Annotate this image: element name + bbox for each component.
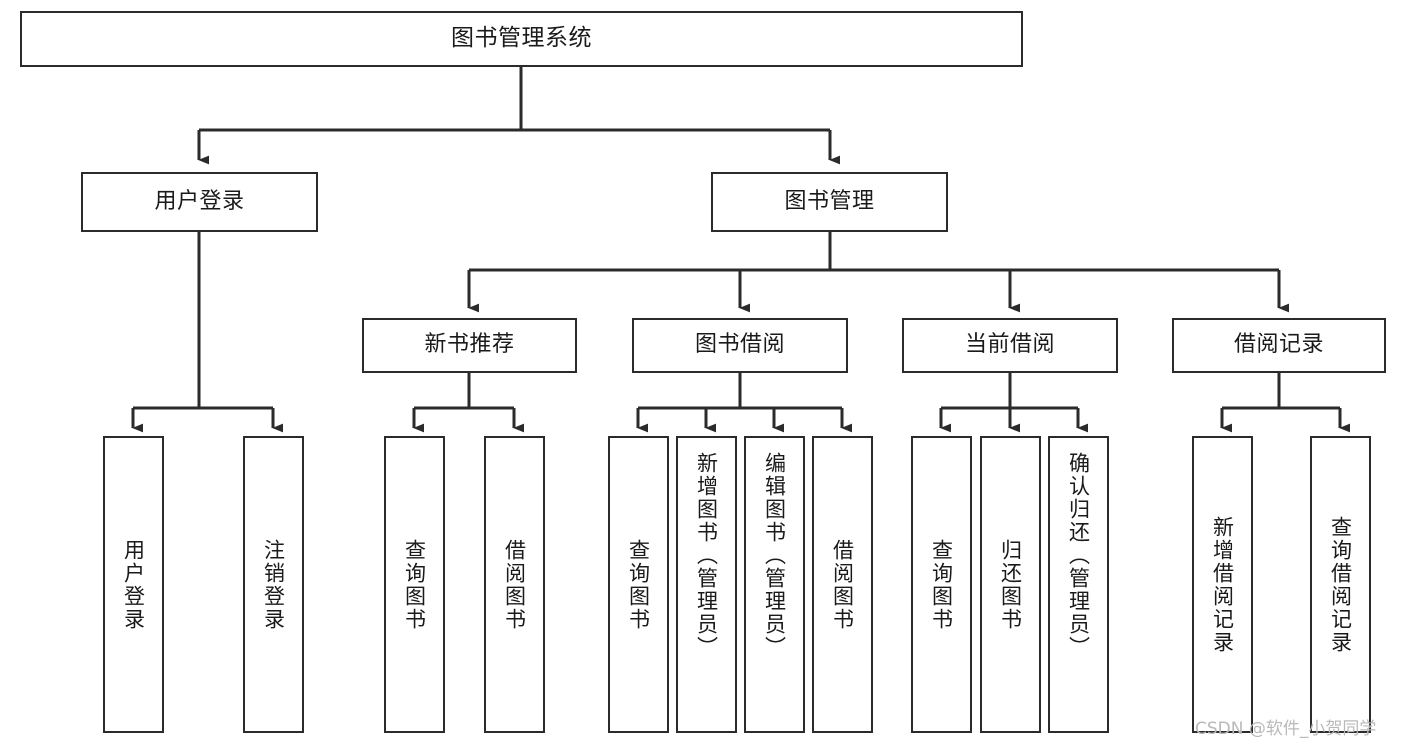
node-borrow-record[interactable]: 借阅记录 xyxy=(1172,318,1386,373)
node-book-borrow[interactable]: 图书借阅 xyxy=(632,318,848,373)
node-label: 用户登录 xyxy=(154,188,245,214)
node-label: 查询图书 xyxy=(929,538,954,631)
node-label: 查询图书 xyxy=(402,538,427,631)
node-label: 图书借阅 xyxy=(694,332,785,358)
node-label: 查询图书 xyxy=(626,538,651,631)
leaf-borrow-add-book-admin[interactable]: 新增图书（管理员） xyxy=(676,436,737,733)
leaf-record-add-record[interactable]: 新增借阅记录 xyxy=(1192,436,1253,733)
node-label: 新书推荐 xyxy=(424,332,515,358)
node-new-book-recommend[interactable]: 新书推荐 xyxy=(362,318,577,373)
node-root-system[interactable]: 图书管理系统 xyxy=(20,11,1023,67)
node-label: 新增借阅记录 xyxy=(1210,515,1235,654)
leaf-borrow-edit-book-admin[interactable]: 编辑图书（管理员） xyxy=(744,436,805,733)
node-label: 注销登录 xyxy=(261,538,286,631)
node-label: 新增图书（管理员） xyxy=(694,452,719,659)
leaf-borrow-query-book[interactable]: 查询图书 xyxy=(608,436,669,733)
leaf-borrow-borrow-book[interactable]: 借阅图书 xyxy=(812,436,873,733)
leaf-user-login-signout[interactable]: 注销登录 xyxy=(243,436,304,733)
node-label: 归还图书 xyxy=(998,538,1023,631)
node-label: 借阅图书 xyxy=(830,538,855,631)
leaf-current-return-book[interactable]: 归还图书 xyxy=(980,436,1041,733)
node-book-management[interactable]: 图书管理 xyxy=(711,172,948,232)
node-label: 编辑图书（管理员） xyxy=(762,452,787,659)
leaf-recommend-borrow-book[interactable]: 借阅图书 xyxy=(484,436,545,733)
leaf-recommend-query-book[interactable]: 查询图书 xyxy=(384,436,445,733)
node-label: 图书管理系统 xyxy=(451,25,592,52)
node-label: 查询借阅记录 xyxy=(1328,515,1353,654)
node-user-login[interactable]: 用户登录 xyxy=(81,172,318,232)
node-current-borrow[interactable]: 当前借阅 xyxy=(902,318,1118,373)
node-label: 图书管理 xyxy=(784,188,875,214)
node-label: 借阅图书 xyxy=(502,538,527,631)
leaf-current-query-book[interactable]: 查询图书 xyxy=(911,436,972,733)
leaf-record-query-record[interactable]: 查询借阅记录 xyxy=(1310,436,1371,733)
csdn-watermark: CSDN @软件_小贺同学 xyxy=(1195,719,1377,739)
leaf-current-confirm-return-admin[interactable]: 确认归还（管理员） xyxy=(1048,436,1109,733)
node-label: 当前借阅 xyxy=(964,332,1055,358)
node-label: 确认归还（管理员） xyxy=(1066,452,1091,659)
node-label: 借阅记录 xyxy=(1233,332,1324,358)
leaf-user-login-signin[interactable]: 用户登录 xyxy=(103,436,164,733)
node-label: 用户登录 xyxy=(121,538,146,631)
